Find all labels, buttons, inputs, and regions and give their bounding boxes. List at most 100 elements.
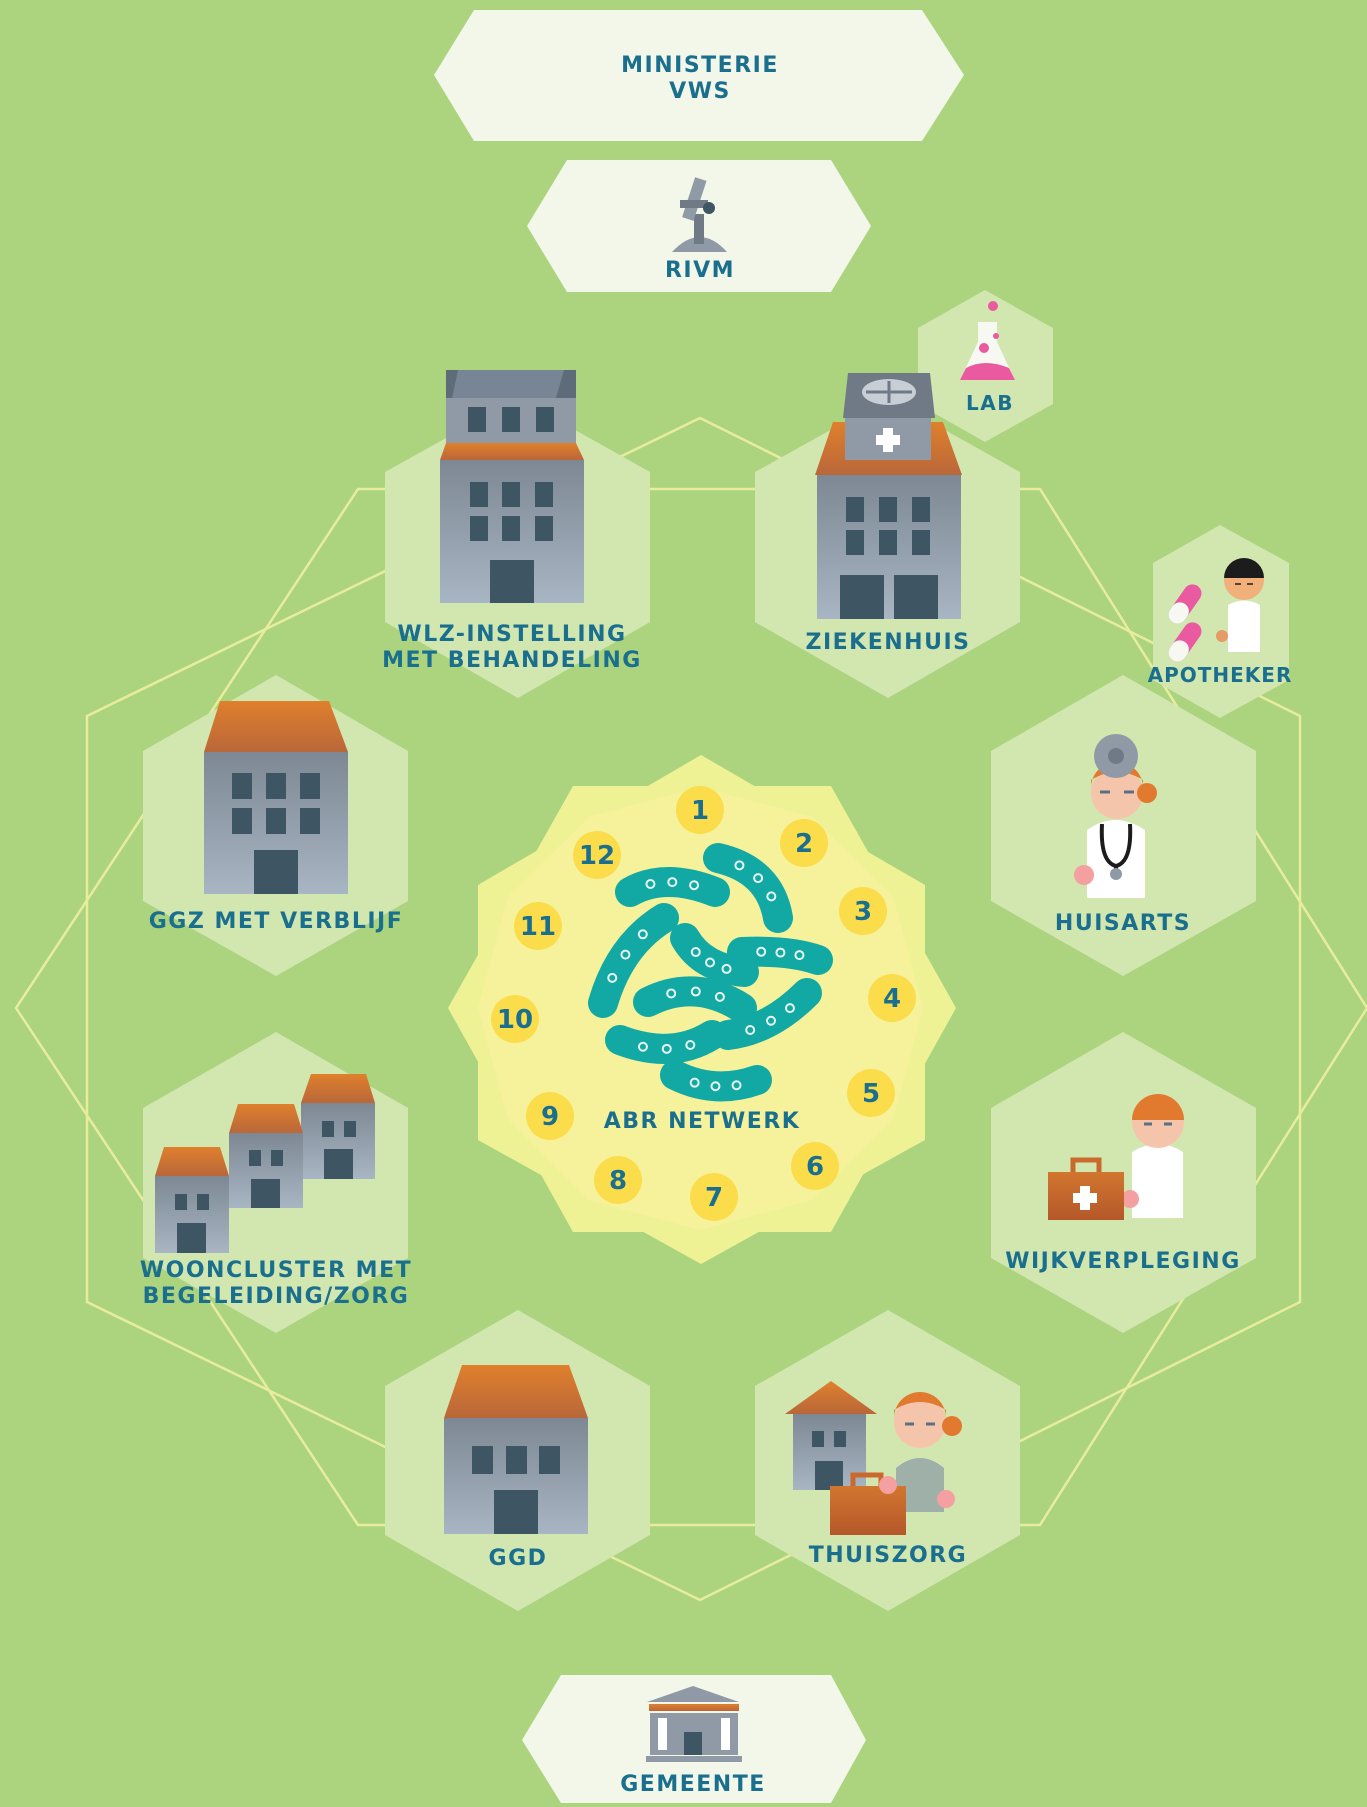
number-marker-circle (839, 887, 887, 935)
wlz-label: WLZ-INSTELLING MET BEHANDELING (364, 622, 660, 674)
bacterium-dot (775, 947, 786, 958)
number-marker-circle (573, 831, 621, 879)
apotheker-label: APOTHEKER (1147, 663, 1293, 687)
bacterium-dot (667, 877, 678, 888)
abr-network-label: ABR NETWERK (603, 1109, 801, 1134)
ggd-label: GGD (488, 1546, 548, 1571)
gemeente-label: GEMEENTE (620, 1772, 766, 1797)
outline-hexagon-2 (14, 487, 1367, 1527)
number-marker-7: 7 (690, 1173, 738, 1221)
number-marker-text: 7 (705, 1183, 723, 1213)
bacterium-dot (794, 950, 805, 961)
number-marker-text: 6 (806, 1152, 824, 1182)
ministerie-line-1: MINISTERIE (621, 53, 779, 78)
pharmacist-icon (1168, 558, 1264, 662)
ministerie-label: MINISTERIE VWS (573, 53, 827, 105)
bacterium-rod-2 (703, 843, 793, 933)
number-marker-4: 4 (868, 974, 916, 1022)
wlz-line-2: MET BEHANDELING (382, 648, 642, 673)
number-marker-9: 9 (526, 1092, 574, 1140)
wijk-label: WIJKVERPLEGING (1005, 1249, 1241, 1274)
ministerie-hexagon (434, 10, 964, 141)
number-marker-11: 11 (514, 902, 562, 950)
rivm-label: RIVM (664, 258, 736, 283)
number-marker-text: 2 (795, 829, 813, 859)
number-marker-circle (780, 819, 828, 867)
building-icon (444, 1365, 588, 1534)
number-marker-5: 5 (847, 1069, 895, 1117)
bacterium-dot (766, 1015, 777, 1026)
bacterium-dot (734, 860, 745, 871)
building-icon (204, 701, 348, 894)
home-care-icon (785, 1381, 962, 1535)
bacterium-dot (745, 1025, 756, 1036)
number-marker-text: 4 (883, 984, 901, 1014)
center-dodecagon (478, 787, 923, 1230)
bacterium-dot (637, 1041, 648, 1052)
bacteria-cluster-icon (588, 843, 833, 1102)
number-marker-6: 6 (791, 1142, 839, 1190)
number-marker-text: 5 (862, 1079, 880, 1109)
microscope-icon (672, 177, 727, 252)
bacterium-dot (685, 1039, 696, 1050)
lab-label: LAB (966, 391, 1014, 415)
bacterium-dot (690, 947, 701, 958)
bacterium-rod-7 (713, 978, 822, 1050)
number-marker-text: 12 (579, 841, 615, 871)
number-marker-circle (594, 1156, 642, 1204)
bacterium-dot (661, 1043, 672, 1054)
ggz-label: GGZ MET VERBLIJF (148, 909, 404, 934)
bacterium-rod-5 (588, 903, 679, 1018)
ministerie-line-2: VWS (669, 79, 731, 104)
bacterium-dot (705, 957, 716, 968)
number-marker-circle (514, 902, 562, 950)
bacterium-dot (756, 946, 767, 957)
bacterium-dot (714, 991, 725, 1002)
tall-building-icon (440, 370, 584, 603)
number-marker-circle (676, 786, 724, 834)
houses-icon (155, 1074, 375, 1253)
number-marker-text: 10 (497, 1005, 533, 1035)
bacterium-dot (784, 1003, 795, 1014)
thuiszorg-hexagon (755, 1310, 1020, 1611)
number-marker-text: 11 (520, 912, 556, 942)
bacterium-dot (731, 1080, 742, 1091)
number-marker-circle (868, 974, 916, 1022)
bacterium-dot (620, 949, 631, 960)
wlz-line-1: WLZ-INSTELLING (397, 622, 627, 647)
bacterium-dot (710, 1081, 721, 1092)
bacterium-rod-8 (605, 1020, 727, 1064)
number-marker-12: 12 (573, 831, 621, 879)
thuiszorg-label: THUISZORG (808, 1543, 968, 1568)
bacterium-dot (645, 879, 656, 890)
ziekenhuis-label: ZIEKENHUIS (805, 630, 971, 655)
number-marker-circle (847, 1069, 895, 1117)
woon-label: WOONCLUSTER MET BEGELEIDING/ZORG (128, 1258, 424, 1310)
number-marker-text: 1 (691, 796, 709, 826)
number-marker-text: 8 (609, 1166, 627, 1196)
bacterium-dot (721, 963, 732, 974)
outline-hexagon-1 (85, 416, 1302, 1602)
number-marker-circle (491, 995, 539, 1043)
number-marker-text: 9 (541, 1102, 559, 1132)
number-marker-1: 1 (676, 786, 724, 834)
bacterium-dot (766, 891, 777, 902)
number-marker-circle (690, 1173, 738, 1221)
flask-icon (960, 301, 1015, 380)
number-marker-circle (526, 1092, 574, 1140)
woon-line-1: WOONCLUSTER MET (139, 1258, 413, 1283)
number-marker-circle (791, 1142, 839, 1190)
number-marker-10: 10 (491, 995, 539, 1043)
hospital-icon (815, 373, 962, 619)
town-hall-icon (646, 1686, 742, 1762)
bacterium-rod-3 (670, 923, 759, 987)
number-marker-text: 3 (854, 897, 872, 927)
number-marker-3: 3 (839, 887, 887, 935)
network-outline-hexagons (14, 416, 1367, 1602)
bacterium-dot (689, 1077, 700, 1088)
woon-line-2: BEGELEIDING/ZORG (142, 1284, 410, 1309)
bacterium-dot (637, 929, 648, 940)
